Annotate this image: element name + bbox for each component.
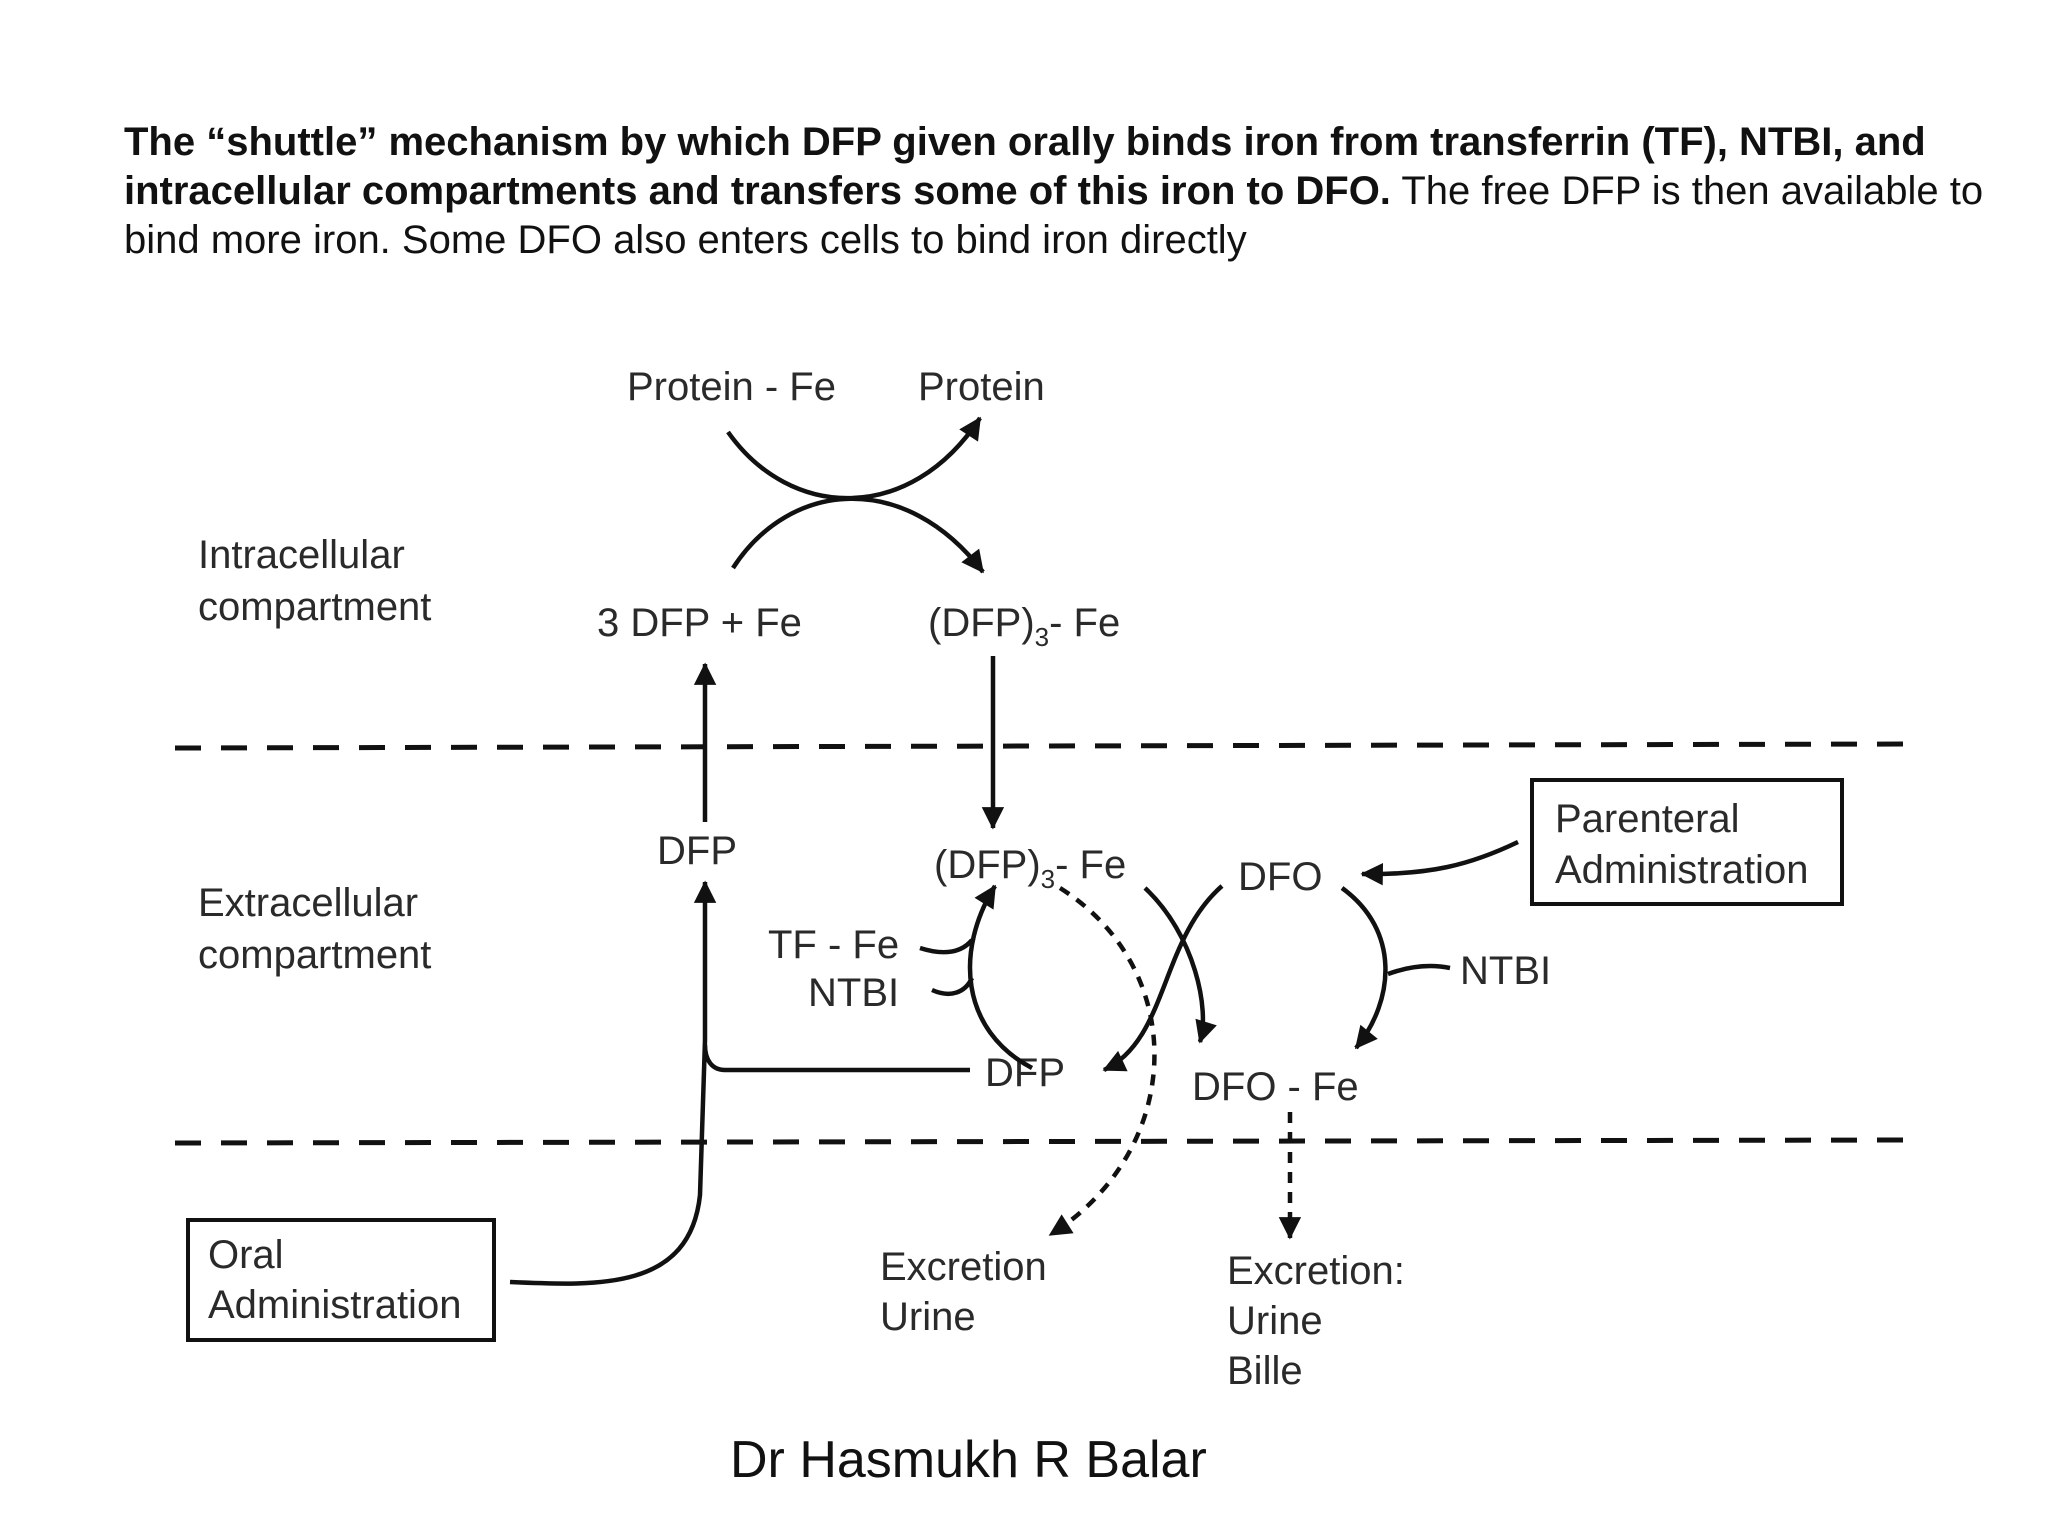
dfp-extracellular-label: DFP bbox=[657, 829, 737, 873]
ntbi-right-link bbox=[1387, 963, 1451, 977]
caption-normal: The free DFP is then available to bind m… bbox=[124, 169, 1984, 262]
protein-fe-to-protein-arrow bbox=[726, 416, 982, 501]
author-credit: Dr Hasmukh R Balar bbox=[730, 1431, 1207, 1489]
three-dfp-plus-fe-label: 3 DFP + Fe bbox=[597, 601, 802, 645]
dfp3-fe-intracellular-label: (DFP)3- Fe bbox=[928, 601, 1120, 652]
excretion-urine-label: Excretion Urine bbox=[880, 1245, 1058, 1339]
complex-urine-excretion-arrow bbox=[1048, 886, 1157, 1237]
protein-label: Protein bbox=[918, 365, 1045, 409]
parenteral-to-dfo-arrow bbox=[1360, 839, 1519, 886]
dfo-label: DFO bbox=[1238, 855, 1322, 899]
figure-caption: The “shuttle” mechanism by which DFP giv… bbox=[124, 118, 1984, 265]
tf-fe-link bbox=[919, 938, 974, 955]
ntbi-left-label: NTBI bbox=[808, 971, 899, 1015]
dfp-bottom-label: DFP bbox=[985, 1051, 1065, 1095]
excretion-urine-bile-label: Excretion: Urine Bille bbox=[1227, 1249, 1416, 1393]
dfp-fe-to-complex-arrow bbox=[731, 496, 985, 574]
extracellular-label: Extracellular compartment bbox=[198, 881, 431, 977]
dfp-binds-iron-arrow bbox=[967, 884, 1034, 1070]
tf-fe-label: TF - Fe bbox=[768, 923, 899, 967]
oral-administration-label: Oral Administration bbox=[208, 1233, 461, 1327]
dfo-to-dfp-release-arrow bbox=[1102, 884, 1224, 1073]
ntbi-right-label: NTBI bbox=[1460, 949, 1551, 993]
oral-administration-box bbox=[186, 1218, 496, 1342]
parenteral-administration-box bbox=[1530, 778, 1844, 906]
intracellular-label: Intracellular compartment bbox=[198, 533, 431, 629]
dfo-binds-ntbi-arrow bbox=[1340, 886, 1388, 1050]
membrane-lower-dashed-line bbox=[174, 1137, 1906, 1146]
dfp-recycle-path bbox=[702, 1044, 970, 1073]
parenteral-administration-label: Parenteral Administration bbox=[1555, 797, 1808, 892]
oral-to-dfp-arrow bbox=[509, 880, 717, 1286]
ntbi-link bbox=[931, 976, 975, 996]
complex-to-dfo-fe-arrow bbox=[1143, 886, 1217, 1044]
caption-bold: The “shuttle” mechanism by which DFP giv… bbox=[124, 120, 1926, 213]
dfo-fe-label: DFO - Fe bbox=[1192, 1065, 1359, 1109]
dfp3-fe-extracellular-label: (DFP)3- Fe bbox=[934, 843, 1126, 894]
protein-fe-label: Protein - Fe bbox=[627, 365, 836, 409]
membrane-upper-dashed-line bbox=[174, 741, 1906, 751]
